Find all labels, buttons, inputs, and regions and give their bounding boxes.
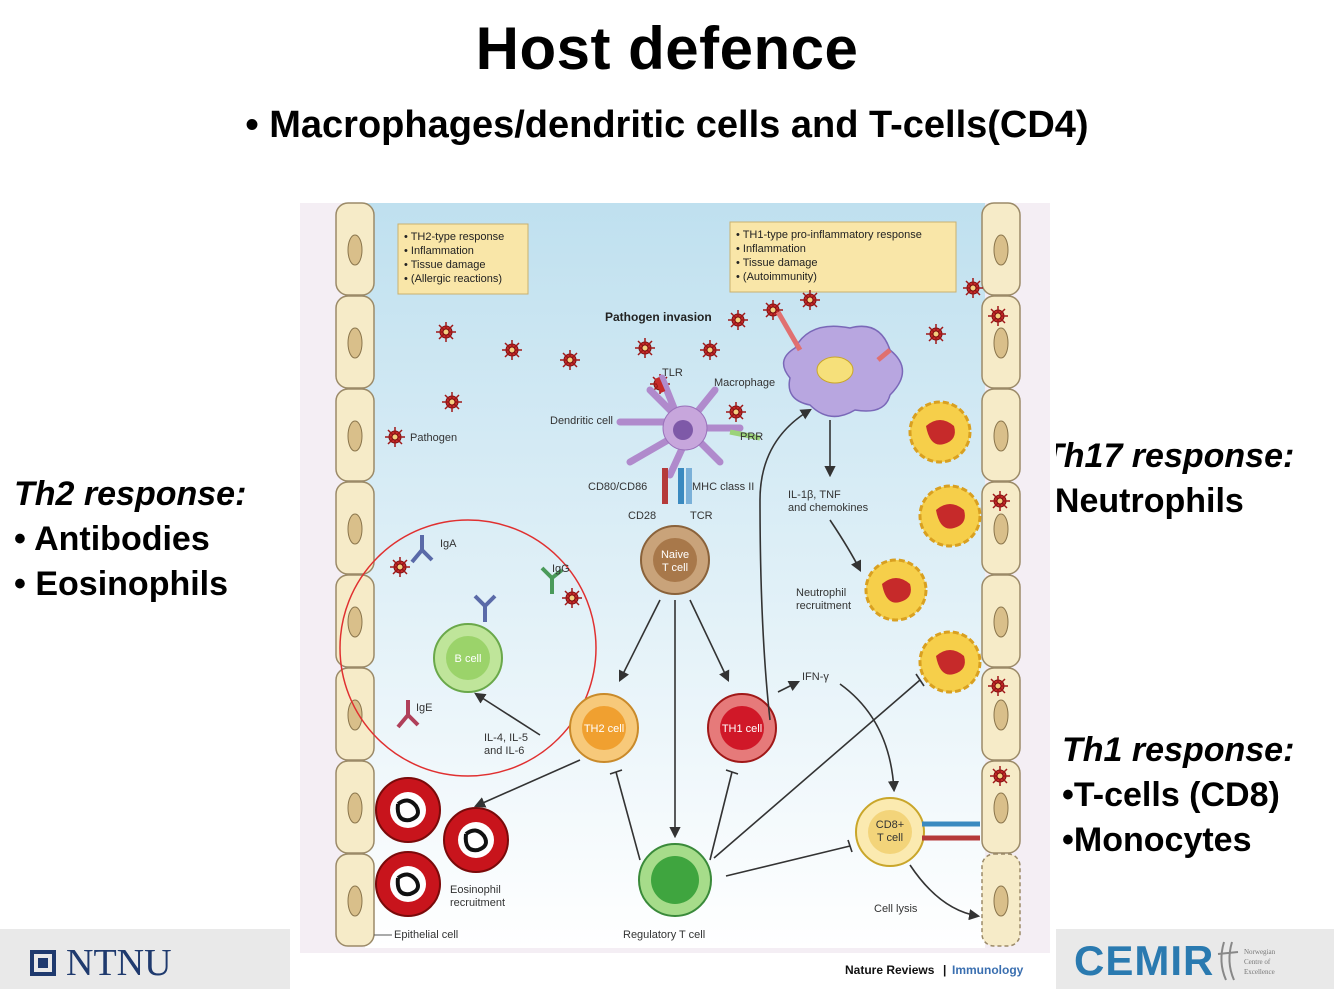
il1b-label-2: and chemokines — [788, 502, 869, 514]
ige-label: IgE — [416, 702, 433, 714]
centre-of-excellence-logo: Norwegian Centre of Excellence — [1217, 941, 1276, 981]
receptor-pairs — [662, 468, 692, 504]
ntnu-logo-icon — [30, 950, 56, 976]
th1-box-line-3: • Tissue damage — [736, 257, 818, 269]
tlr-label: TLR — [662, 367, 683, 379]
th2-heading: Th2 response: — [14, 475, 247, 513]
th1-box-line-2: • Inflammation — [736, 243, 806, 255]
antibody-igg — [540, 566, 564, 594]
pathogen-label: Pathogen — [410, 432, 457, 444]
svg-text:Norwegian: Norwegian — [1244, 948, 1276, 956]
il-456-label-1: IL-4, IL-5 — [484, 732, 528, 744]
th1-info-box: • TH1-type pro-inflammatory response • I… — [729, 221, 957, 293]
eosinophils — [375, 777, 509, 917]
prr-label: PRR — [740, 431, 763, 443]
pathway-arrows — [473, 408, 981, 921]
antibody-iga — [410, 535, 434, 564]
macrophage — [775, 310, 904, 418]
naive-t-cell-label-2: T cell — [662, 562, 688, 574]
igg-label: IgG — [552, 563, 570, 575]
th2-cell-label: TH2 cell — [584, 723, 624, 735]
th2-box-line-1: • TH2-type response — [404, 231, 504, 243]
svg-text:Centre of: Centre of — [1244, 958, 1271, 966]
th1-box-line-1: • TH1-type pro-inflammatory response — [736, 229, 922, 241]
slide-subtitle: • Macrophages/dendritic cells and T-cell… — [245, 104, 1089, 146]
epithelial-cell-label: Epithelial cell — [394, 929, 458, 941]
svg-text:Excellence: Excellence — [1244, 968, 1275, 976]
antibody-ige — [396, 700, 420, 729]
ntnu-logo-text: NTNU — [66, 942, 172, 984]
ifn-gamma-label: IFN-γ — [802, 671, 829, 683]
neutrophil-recruitment-label-1: Neutrophil — [796, 587, 846, 599]
eosinophil-recruitment-label-2: recruitment — [450, 897, 505, 909]
th2-item-eosinophils: • Eosinophils — [14, 565, 229, 603]
cell-lysis-label: Cell lysis — [874, 903, 918, 915]
cd8-label-1: CD8+ — [876, 819, 904, 831]
regulatory-t-cell — [638, 843, 712, 917]
th1-heading: Th1 response: — [1062, 731, 1295, 769]
neutrophil-recruitment-label-2: recruitment — [796, 600, 851, 612]
right-epithelium — [981, 202, 1021, 947]
mhc-class-ii-label: MHC class II — [692, 481, 754, 493]
th1-panel: Th1 response: •T-cells (CD8) •Monocytes — [1062, 728, 1294, 863]
credit-section: Immunology — [952, 963, 1024, 977]
cd8-label-2: T cell — [877, 832, 903, 844]
naive-t-cell: Naive T cell — [640, 525, 710, 595]
iga-label: IgA — [440, 538, 457, 550]
th1-item-tcells: •T-cells (CD8) — [1062, 776, 1280, 814]
tcr-label: TCR — [690, 510, 713, 522]
th2-box-line-3: • Tissue damage — [404, 259, 486, 271]
cd80-cd86-label: CD80/CD86 — [588, 481, 647, 493]
antibody-bcell-receptor — [473, 594, 497, 622]
cd8-t-cell: CD8+ T cell — [855, 797, 980, 867]
eosinophil-recruitment-label-1: Eosinophil — [450, 884, 501, 896]
regulatory-t-cell-label: Regulatory T cell — [623, 929, 705, 941]
pathogen-invasion-label: Pathogen invasion — [605, 310, 712, 324]
credit-journal: Nature Reviews — [845, 963, 935, 977]
th1-cell-label: TH1 cell — [722, 723, 762, 735]
th1-cell: TH1 cell — [707, 693, 777, 763]
host-defence-diagram: • TH2-type response • Inflammation • Tis… — [290, 200, 1056, 989]
cd28-label: CD28 — [628, 510, 656, 522]
left-epithelium — [335, 202, 375, 947]
th1-box-line-4: • (Autoimmunity) — [736, 271, 817, 283]
il-456-label-2: and IL-6 — [484, 745, 524, 757]
credit-separator: | — [943, 963, 946, 977]
il1b-label-1: IL-1β, TNF — [788, 489, 841, 501]
th2-info-box: • TH2-type response • Inflammation • Tis… — [397, 223, 529, 295]
neutrophils — [864, 400, 982, 694]
th2-cell: TH2 cell — [569, 693, 639, 763]
naive-t-cell-label-1: Naive — [661, 549, 689, 561]
th2-highlight-circle — [339, 519, 597, 777]
dendritic-cell-label: Dendritic cell — [550, 415, 613, 427]
b-cell: B cell — [433, 623, 503, 693]
b-cell-label: B cell — [455, 653, 482, 665]
th17-panel: Th17 response: •Neutrophils — [1043, 434, 1294, 524]
th1-item-monocytes: •Monocytes — [1062, 821, 1252, 859]
th2-box-line-2: • Inflammation — [404, 245, 474, 257]
th2-item-antibodies: • Antibodies — [14, 520, 210, 558]
th2-box-line-4: • (Allergic reactions) — [404, 273, 502, 285]
cemir-logo: CEMIR — [1074, 937, 1215, 984]
th17-item-neutrophils: •Neutrophils — [1043, 482, 1244, 520]
macrophage-label: Macrophage — [714, 377, 775, 389]
dendritic-cell — [616, 374, 761, 479]
th17-heading: Th17 response: — [1043, 437, 1295, 475]
ntnu-logo: NTNU — [30, 941, 172, 985]
pathogen-icons — [385, 278, 1010, 786]
th2-panel: Th2 response: • Antibodies • Eosinophils — [14, 472, 246, 607]
slide-title: Host defence — [475, 15, 859, 82]
